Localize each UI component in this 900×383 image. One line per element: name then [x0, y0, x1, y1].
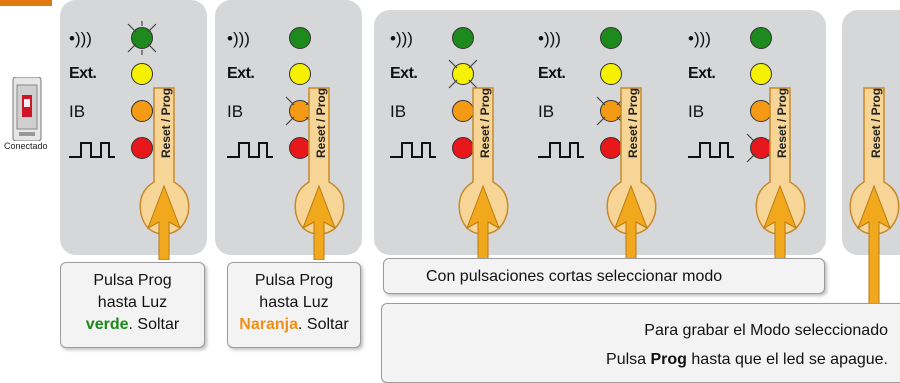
reset-prog-button-2[interactable] — [293, 82, 349, 260]
save-line2-prefix: Pulsa — [606, 351, 651, 368]
step2-line3: Naranja. Soltar — [228, 314, 360, 336]
step1-line1: Pulsa Prog — [93, 272, 172, 289]
led-green — [600, 27, 622, 49]
ext-label: Ext. — [227, 65, 255, 82]
step1-tail: . Soltar — [128, 316, 180, 333]
wireless-label: •))) — [538, 29, 561, 48]
save-line2-bold: Prog — [650, 351, 687, 368]
save-line1: Para grabar el Modo seleccionado — [644, 322, 888, 339]
ext-label: Ext. — [69, 65, 97, 82]
reset-prog-label: Reset / Prog — [478, 87, 492, 158]
reset-prog-label: Reset / Prog — [869, 87, 883, 158]
led-yellow — [289, 63, 311, 85]
led-green — [452, 27, 474, 49]
led-green — [750, 27, 772, 49]
reset-prog-label: Reset / Prog — [775, 87, 789, 158]
pulse-wave-icon — [227, 142, 273, 158]
led-green — [131, 27, 153, 49]
instruction-step-2: Pulsa Prog hasta Luz Naranja. Soltar — [227, 262, 361, 348]
led-green — [289, 27, 311, 49]
instruction-select-mode: Con pulsaciones cortas seleccionar modo — [383, 258, 825, 294]
reset-prog-button-1[interactable] — [138, 82, 194, 260]
led-yellow — [131, 63, 153, 85]
step1-line2: hasta Luz — [97, 294, 168, 311]
pulse-wave-icon — [390, 142, 436, 158]
step1-color-word: verde — [85, 316, 129, 333]
reset-prog-label: Reset / Prog — [626, 87, 640, 158]
wireless-label: •))) — [688, 29, 711, 48]
led-yellow — [452, 63, 474, 85]
reset-prog-label: Reset / Prog — [314, 87, 328, 158]
step2-tail: . Soltar — [298, 316, 349, 333]
step2-line1: Pulsa Prog — [254, 272, 334, 289]
ib-label: IB — [69, 102, 86, 121]
step2-color-word: Naranja — [239, 316, 298, 333]
pulse-wave-icon — [69, 142, 115, 158]
row-ext: Ext. — [69, 60, 155, 92]
device-status-label: Conectado — [4, 141, 48, 151]
step1-line3: verde. Soltar — [61, 314, 204, 336]
wireless-label: •))) — [390, 29, 413, 48]
led-red — [131, 137, 153, 159]
ib-label: IB — [390, 102, 407, 121]
breaker-device-icon — [12, 77, 42, 141]
ext-label: Ext. — [688, 65, 716, 82]
ib-label: IB — [538, 102, 555, 121]
ext-label: Ext. — [390, 65, 418, 82]
pulse-wave-icon — [688, 142, 734, 158]
pulse-wave-icon — [538, 142, 584, 158]
ib-label: IB — [688, 102, 705, 121]
reset-prog-button-3[interactable] — [457, 82, 513, 260]
top-accent-bar — [0, 0, 52, 6]
instruction-step-1: Pulsa Prog hasta Luz verde. Soltar — [60, 262, 205, 348]
row-wireless: •))) — [69, 21, 157, 56]
row-ib: IB — [69, 97, 155, 129]
led-yellow — [750, 63, 772, 85]
select-mode-text: Con pulsaciones cortas seleccionar modo — [426, 268, 723, 285]
led-yellow — [600, 63, 622, 85]
save-line2: Pulsa Prog hasta que el led se apague. — [382, 345, 888, 374]
wireless-label: •))) — [69, 29, 92, 48]
reset-prog-button-6[interactable] — [848, 82, 900, 304]
led-orange — [131, 100, 153, 122]
ext-label: Ext. — [538, 65, 566, 82]
instruction-save-mode: Para grabar el Modo seleccionado Pulsa P… — [381, 303, 900, 383]
reset-prog-button-5[interactable] — [754, 82, 810, 260]
wireless-label: •))) — [227, 29, 250, 48]
row-pulse — [69, 134, 155, 166]
reset-prog-button-4[interactable] — [605, 82, 661, 260]
save-line2-suffix: hasta que el led se apague. — [686, 351, 888, 368]
panel-3-5 — [374, 10, 826, 255]
ib-label: IB — [227, 102, 244, 121]
reset-prog-label: Reset / Prog — [159, 87, 173, 158]
step2-line2: hasta Luz — [259, 294, 329, 311]
